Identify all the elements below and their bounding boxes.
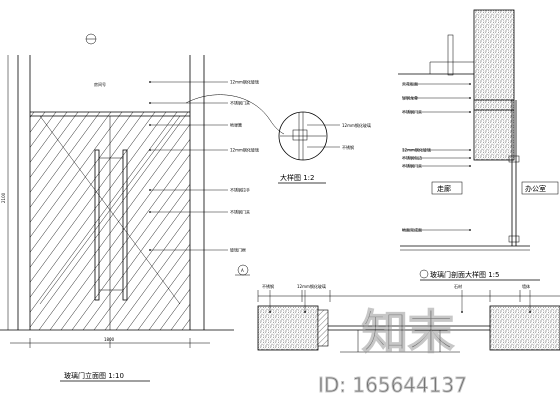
watermark-logo: 知末	[362, 305, 454, 359]
detail-leader-1: 12mm钢化玻璃	[342, 122, 371, 128]
detail-callout: 12mm钢化玻璃 不锈钢 大样图 1:2	[185, 94, 371, 184]
section-leader-7: 地面完成面	[402, 227, 422, 233]
section-title: 玻璃门剖面大样图 1:5	[430, 270, 500, 279]
width-dim: 1800	[104, 337, 115, 342]
watermark: 知末 ID: 165644137	[318, 304, 468, 397]
elevation-leader-6: 不锈钢门夹	[230, 209, 250, 215]
section-leader-6: 不锈钢门夹	[402, 163, 422, 169]
wall-block	[473, 9, 515, 161]
section-leader-4: 12mm钢化玻璃	[402, 147, 431, 153]
elevation-leader-3: 地弹簧	[230, 122, 242, 128]
room-label: 房间号	[94, 81, 106, 87]
plan-leader-1: 不锈钢	[262, 283, 274, 289]
plan-leaders: 不锈钢 12mm钢化玻璃 石材 墙体	[262, 283, 531, 313]
elevation-leader-5: 不锈钢拉手	[230, 187, 250, 193]
plan-leader-3: 石材	[454, 283, 462, 289]
section-leader-3: 不锈钢门夹	[402, 109, 422, 115]
section-leader-1: 天花板面	[402, 81, 418, 87]
door-handle-right	[122, 149, 128, 301]
elevation-leader-7: 玻璃门框	[230, 247, 246, 253]
elevation-title: 玻璃门立面图 1:10	[64, 371, 124, 380]
office-label-box	[521, 181, 559, 195]
plan-leader-4: 墙体	[522, 283, 530, 289]
detail-title: 大样图 1:2	[280, 173, 315, 182]
corridor-label: 走廊	[437, 184, 451, 193]
detail-leader-2: 不锈钢	[342, 144, 354, 150]
corridor-label-box	[431, 181, 463, 195]
glass-hatching	[30, 112, 190, 330]
door-handle-left	[94, 149, 100, 301]
section-view: 走廊 办公室 天花板面轻钢龙骨不锈钢门夹12mm钢化玻璃不锈钢包边不锈钢门夹地面…	[398, 9, 559, 281]
elevation-leader-2: 不锈钢门夹	[230, 100, 250, 106]
section-leader-2: 轻钢龙骨	[402, 95, 418, 101]
watermark-id: ID: 165644137	[318, 373, 467, 397]
plan-detail: 不锈钢 12mm钢化玻璃 石材 墙体	[257, 283, 560, 353]
elevation-view: 房间号 1800 2100 A 12mm钢化玻璃不锈钢门夹地弹簧12mm钢化玻璃…	[0, 33, 259, 382]
elevation-leader-4: 12mm钢化玻璃	[230, 147, 259, 153]
section-leader-5: 不锈钢包边	[402, 155, 422, 161]
plan-leader-2: 12mm钢化玻璃	[297, 283, 326, 289]
height-dim: 2100	[1, 192, 6, 203]
office-label: 办公室	[525, 184, 546, 193]
section-marker-letter: A	[241, 268, 244, 273]
elevation-leader-1: 12mm钢化玻璃	[230, 79, 259, 85]
